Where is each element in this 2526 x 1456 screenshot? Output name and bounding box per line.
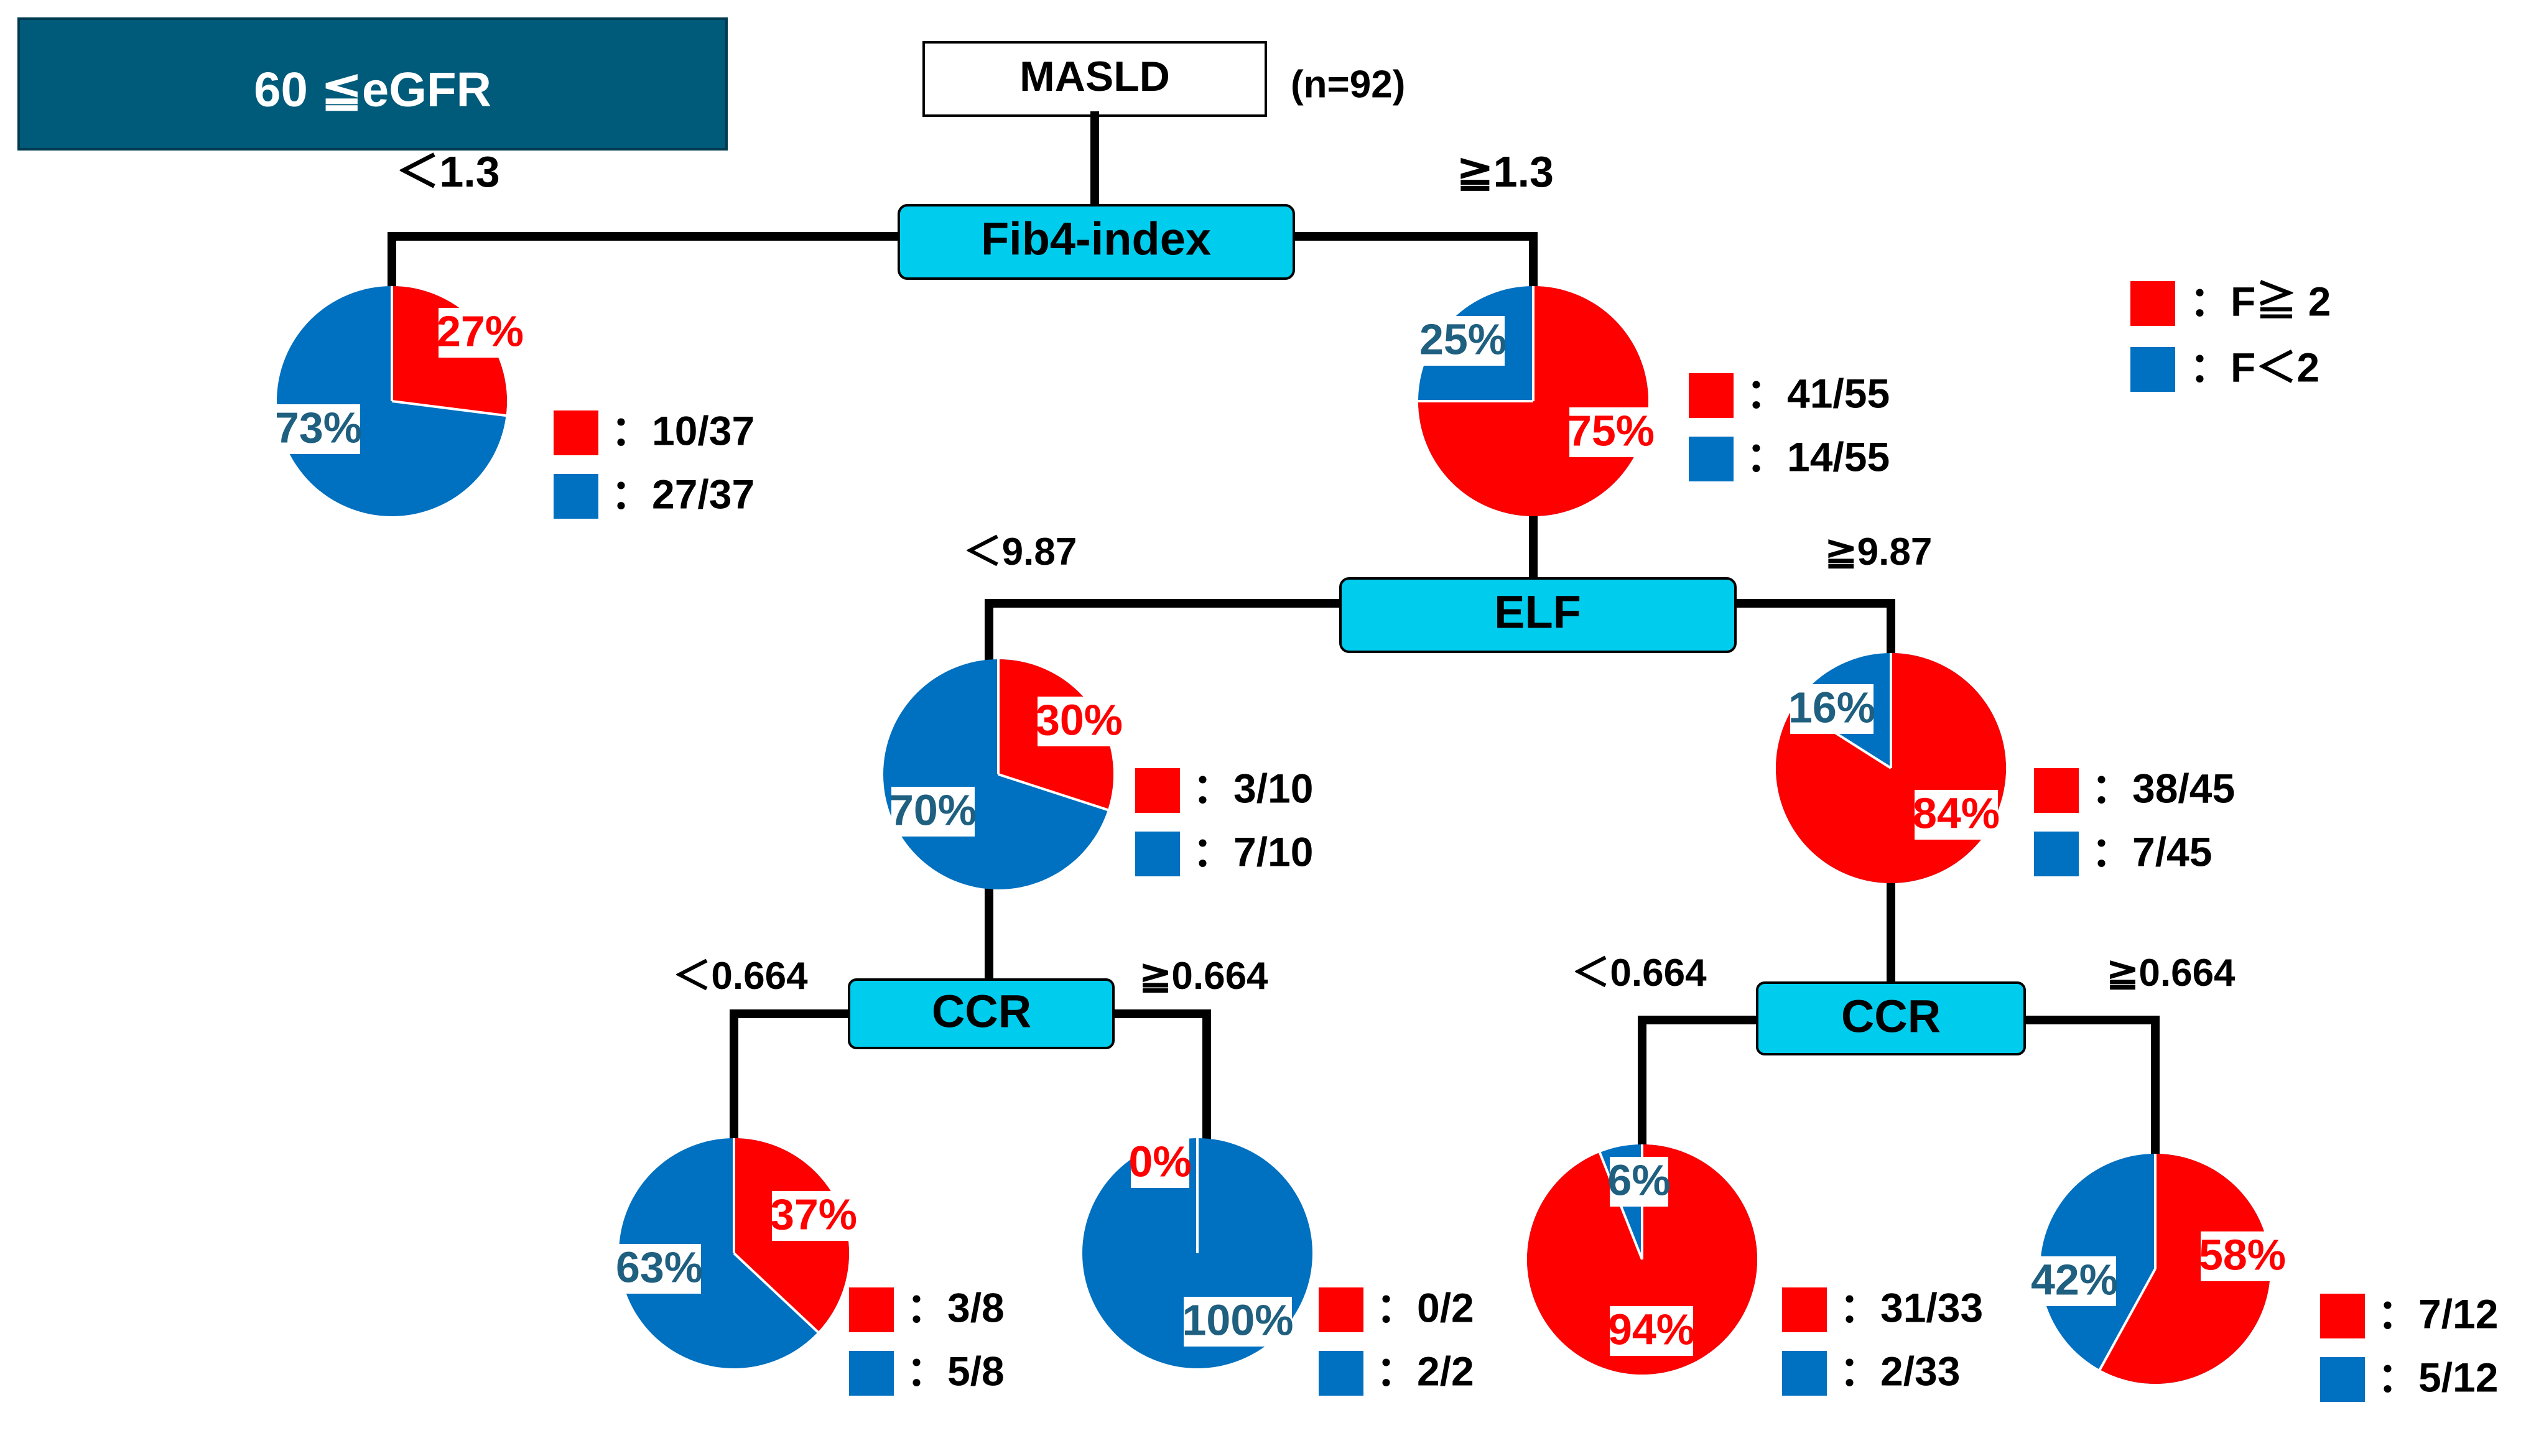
pie-elf-low (883, 659, 1113, 889)
legend-red-label: ：F≧ 2 (2189, 278, 2331, 324)
split-node-fib4: Fib4-index (898, 204, 1295, 280)
count-fib4-low-red: ：10/37 (611, 407, 755, 453)
pie-ccrL-high-red-pct-bg (1131, 1138, 1189, 1188)
pie-ccrL-low-blue-pct-bg (618, 1244, 701, 1294)
sample-size: (n=92) (1291, 63, 1405, 106)
tree-connectors (388, 111, 2160, 1155)
ccr-right-left-threshold: ＜0.664 (1571, 952, 1707, 995)
count-ccrL-high-red: ：0/2 (1376, 1284, 1474, 1330)
elf-right-threshold: ≧9.87 (1825, 531, 1933, 573)
split-node-elf: ELF (1339, 577, 1737, 653)
count-ccrR-high-blue-swatch (2320, 1357, 2365, 1402)
count-ccrL-low-red-swatch (849, 1287, 894, 1332)
pie-ccrR-low-red-pct: 94% (1608, 1305, 1695, 1353)
count-fib4-low-blue-swatch (554, 474, 598, 519)
pie-ccrR-high-red-pct: 58% (2199, 1230, 2286, 1279)
legend-blue-swatch (2130, 347, 2175, 392)
egfr-banner (17, 17, 728, 151)
fib4-right-threshold: ≧1.3 (1457, 147, 1554, 196)
pie-elf-high-red-pct: 84% (1913, 789, 2000, 837)
pie-elf-low-blue-pct-bg (891, 787, 975, 837)
elf-label: ELF (1494, 587, 1581, 638)
count-ccrR-high-red: ：7/12 (2377, 1291, 2498, 1337)
count-ccrR-low-red-swatch (1782, 1287, 1827, 1332)
pie-ccrR-high-red-slice (2099, 1154, 2271, 1384)
pie-ccrL-low-red-pct: 37% (770, 1190, 857, 1238)
pie-elf-low-red-pct-bg (1038, 697, 1121, 746)
pie-fib4-low-red-pct-bg (439, 308, 522, 358)
pie-ccrL-high-red-pct: 0% (1128, 1137, 1191, 1185)
count-elf-low-blue-swatch (1135, 832, 1180, 876)
fib4-label: Fib4-index (981, 213, 1211, 265)
pie-ccrR-low-red-pct-bg (1610, 1306, 1693, 1356)
count-ccrR-low-blue: ：2/33 (1839, 1348, 1960, 1394)
pie-elf-high-red-pct-bg (1915, 790, 1998, 840)
count-ccrL-low-red: ：3/8 (906, 1284, 1005, 1330)
fib4-left-threshold: ＜1.3 (396, 147, 499, 196)
root-node (922, 41, 1267, 117)
count-fib4-high-red: ：41/55 (1746, 370, 1890, 416)
pie-ccrR-low-blue-pct-bg (1610, 1157, 1668, 1207)
count-fib4-high-blue-swatch (1689, 437, 1734, 481)
count-fib4-high-red-swatch (1689, 373, 1734, 418)
count-elf-high-red-swatch (2034, 768, 2079, 813)
pie-ccrR-low (1527, 1144, 1758, 1375)
count-fib4-high-blue: ：14/55 (1746, 434, 1890, 480)
count-ccrL-low-blue: ：5/8 (906, 1348, 1005, 1394)
count-fib4-low-red-swatch (554, 410, 598, 455)
pie-fib4-low-blue-pct: 73% (275, 403, 362, 452)
pie-ccrL-low-blue-pct: 63% (616, 1243, 703, 1291)
ccr-right-right-threshold: ≧0.664 (2106, 952, 2236, 995)
count-ccrL-low-blue-swatch (849, 1351, 894, 1396)
count-ccrL-high-blue-swatch (1319, 1351, 1363, 1396)
count-ccrR-low-red: ：31/33 (1839, 1284, 1983, 1330)
pie-ccrR-high-blue-pct-bg (2033, 1256, 2116, 1306)
legend-blue-label: ：F＜2 (2189, 344, 2319, 390)
split-node-ccr-right: CCR (1756, 981, 2026, 1055)
ccr-left-right-threshold: ≧0.664 (1139, 955, 1268, 998)
pie-fib4-high-blue-pct: 25% (1419, 315, 1507, 363)
ccr-left-label: CCR (932, 986, 1031, 1037)
pie-elf-low-blue-pct: 70% (889, 786, 977, 834)
count-ccrR-high-red-swatch (2320, 1294, 2365, 1338)
count-elf-high-red: ：38/45 (2091, 765, 2235, 811)
count-elf-low-red-swatch (1135, 768, 1180, 813)
count-ccrL-high-blue: ：2/2 (1376, 1348, 1474, 1394)
egfr-banner-label: 60 ≦eGFR (254, 62, 491, 117)
count-legends: ：10/37 ：27/37 ：41/55 ：14/55 ：3/10 ：7/10 ：38/45… (554, 370, 2498, 1402)
pie-ccrR-low-blue-pct: 6% (1607, 1156, 1670, 1204)
pie-ccrL-low-red-pct-bg (772, 1191, 855, 1241)
pie-elf-high-blue-pct-bg (1790, 684, 1874, 734)
pie-ccrR-high-blue-pct: 42% (2031, 1255, 2118, 1304)
ccr-left-left-threshold: ＜0.664 (672, 955, 808, 998)
pie-ccrL-high-blue-pct: 100% (1182, 1296, 1293, 1344)
legend-red-swatch (2130, 281, 2175, 326)
pie-fib4-high-blue-pct-bg (1421, 316, 1505, 366)
count-ccrR-low-blue-swatch (1782, 1351, 1827, 1396)
root-label: MASLD (1019, 53, 1170, 100)
color-legend: ：F≧ 2 ：F＜2 (2130, 278, 2331, 392)
pie-ccrL-high-blue-pct-bg (1184, 1297, 1292, 1347)
pie-charts: 27% 73% 75% 25% 30% 70% 84% 16% 37% 63% 0% 100% 94% 6… (275, 286, 2286, 1384)
pie-fib4-high-red-pct-bg (1569, 407, 1653, 457)
pie-ccrR-high (2040, 1154, 2271, 1384)
pie-fib4-high-red-pct: 75% (1567, 406, 1655, 455)
count-elf-low-red: ：3/10 (1192, 765, 1313, 811)
count-elf-high-blue-swatch (2034, 832, 2079, 876)
pie-fib4-low-red-pct: 27% (437, 307, 524, 355)
count-ccrR-high-blue: ：5/12 (2377, 1354, 2498, 1400)
count-elf-low-blue: ：7/10 (1192, 828, 1313, 874)
count-fib4-low-blue: ：27/37 (611, 471, 755, 517)
pie-ccrR-high-red-pct-bg (2201, 1231, 2284, 1281)
split-node-ccr-left: CCR (848, 978, 1115, 1049)
count-ccrL-high-red-swatch (1319, 1287, 1363, 1332)
ccr-right-label: CCR (1841, 991, 1941, 1042)
pie-fib4-low-blue-pct-bg (277, 404, 360, 454)
count-elf-high-blue: ：7/45 (2091, 828, 2212, 874)
elf-left-threshold: ＜9.87 (964, 531, 1077, 573)
pie-elf-high-blue-pct: 16% (1788, 683, 1875, 731)
pie-elf-low-red-pct: 30% (1036, 695, 1123, 744)
